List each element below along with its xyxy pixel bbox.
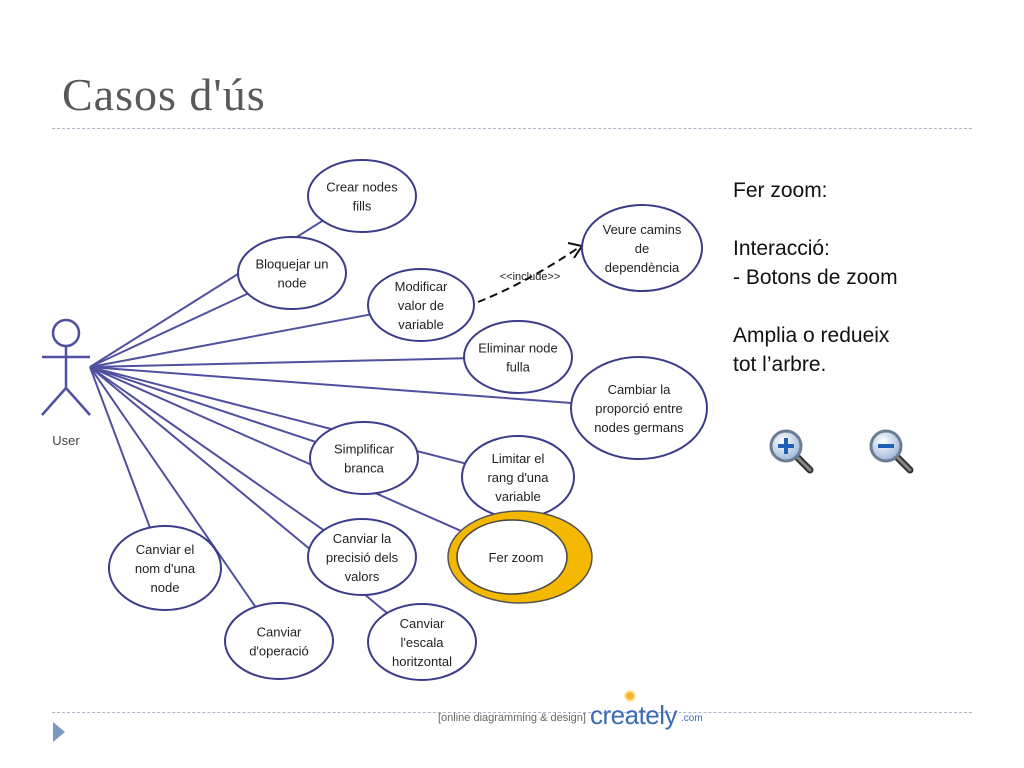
description-heading: Fer zoom: xyxy=(733,179,828,202)
use-case-eliminar: Eliminar node fulla xyxy=(463,320,573,394)
use-case-label: Simplificar xyxy=(334,442,395,457)
use-case-label: Fer zoom xyxy=(489,550,544,565)
use-case-label: d'operació xyxy=(249,644,309,659)
creately-watermark: [online diagramming & design] creately .… xyxy=(438,692,703,731)
use-case-label: dependència xyxy=(605,260,680,275)
association-line-canviar-precisio xyxy=(89,366,325,532)
use-case-label: node xyxy=(151,580,180,595)
use-case-diagram: User <<include>> Crear nodes fillsBloquej… xyxy=(41,159,708,681)
use-case-label: valor de xyxy=(398,298,444,313)
zoom-in-icon xyxy=(769,429,814,474)
actor-head xyxy=(51,318,81,348)
interaction-label: Interacció: xyxy=(733,237,830,260)
zoom-out-icon xyxy=(869,429,914,474)
use-case-crear: Crear nodes fills xyxy=(307,159,417,233)
actor-left-leg xyxy=(41,387,67,416)
association-line-canviar-nom xyxy=(89,366,151,528)
use-case-label: variable xyxy=(495,489,541,504)
use-case-label: Canviar xyxy=(257,625,302,640)
use-case-label: fills xyxy=(353,199,372,214)
use-case-ellipse xyxy=(570,356,708,460)
use-case-ellipse xyxy=(224,602,334,680)
use-case-label: Cambiar la xyxy=(608,382,672,397)
use-case-ellipse xyxy=(367,603,477,681)
use-case-label: Bloquejar un xyxy=(256,257,329,272)
use-case-label: Veure camins xyxy=(603,222,682,237)
use-case-label: rang d'una xyxy=(487,470,549,485)
include-arrow xyxy=(477,247,579,303)
use-case-label: precisió dels xyxy=(326,550,399,565)
creately-tagline: [online diagramming & design] xyxy=(438,712,586,724)
use-case-label: Modificar xyxy=(395,279,448,294)
actor-label: User xyxy=(52,433,80,448)
page-title: Casos d'ús xyxy=(62,69,266,120)
creately-suffix: .com xyxy=(681,713,703,724)
bullet-arrow-icon xyxy=(53,722,65,742)
actor-figure xyxy=(41,318,91,416)
include-label: <<include>> xyxy=(500,271,561,283)
association-line-fer-zoom xyxy=(89,366,462,532)
use-case-canviar-operacio: Canviar d'operació xyxy=(224,602,334,680)
zoom-out-button[interactable] xyxy=(866,426,916,476)
use-case-ellipse xyxy=(307,518,417,596)
use-case-label: Canviar xyxy=(400,616,445,631)
sun-icon xyxy=(625,692,634,700)
use-case-label: node xyxy=(278,276,307,291)
creately-brand: creately xyxy=(590,692,678,731)
use-case-label: horitzontal xyxy=(392,654,452,669)
use-case-ellipse xyxy=(307,159,417,233)
association-line-eliminar xyxy=(89,357,465,368)
use-case-canviar-precisio: Canviar la precisió dels valors xyxy=(307,518,417,596)
use-case-label: Limitar el xyxy=(492,451,545,466)
use-case-label: Eliminar node xyxy=(478,341,558,356)
title-divider xyxy=(52,128,972,129)
use-case-bloquejar: Bloquejar un node xyxy=(237,236,347,310)
use-case-label: nodes germans xyxy=(594,420,684,435)
use-case-ellipse xyxy=(463,320,573,394)
association-line-cambiar xyxy=(89,366,572,404)
association-line-simplificar xyxy=(89,366,316,443)
use-case-label: nom d'una xyxy=(135,561,196,576)
use-case-label: valors xyxy=(345,569,380,584)
use-case-ellipse xyxy=(108,525,222,611)
use-case-ellipse xyxy=(309,421,419,495)
use-case-label: branca xyxy=(344,461,385,476)
use-case-canviar-nom: Canviar el nom d'una node xyxy=(108,525,222,611)
summary-line-1: Amplia o redueix xyxy=(733,324,890,347)
footer-divider xyxy=(52,712,972,713)
use-case-label: variable xyxy=(398,317,444,332)
zoom-in-button[interactable] xyxy=(766,426,816,476)
use-case-modificar: Modificar valor de variable xyxy=(367,268,475,342)
use-case-cambiar: Cambiar la proporció entre nodes germans xyxy=(570,356,708,460)
summary-line-2: tot l’arbre. xyxy=(733,353,827,376)
use-case-label: Canviar el xyxy=(136,542,195,557)
use-case-label: Crear nodes xyxy=(326,180,398,195)
use-case-limitar: Limitar el rang d'una variable xyxy=(461,435,575,519)
description-panel: Fer zoom: Interacció: - Botons de zoom A… xyxy=(733,176,898,379)
use-case-label: l'escala xyxy=(401,635,445,650)
association-line-bloquejar xyxy=(89,292,249,368)
use-case-ellipse xyxy=(237,236,347,310)
use-case-simplificar: Simplificar branca xyxy=(309,421,419,495)
use-case-label: proporció entre xyxy=(595,401,682,416)
actor-right-leg xyxy=(65,387,91,416)
use-case-fer-zoom: Fer zoom xyxy=(447,510,593,604)
use-case-ellipse xyxy=(581,204,703,292)
use-case-ellipse xyxy=(456,519,568,595)
use-case-label: fulla xyxy=(506,360,531,375)
association-line-modificar xyxy=(89,313,371,368)
use-case-ellipse xyxy=(367,268,475,342)
use-case-label: de xyxy=(635,241,649,256)
association-line-canviar-operacio xyxy=(89,366,257,608)
interaction-item: - Botons de zoom xyxy=(733,266,898,289)
use-case-label: Canviar la xyxy=(333,531,392,546)
use-case-canviar-escala: Canviar l'escala horitzontal xyxy=(367,603,477,681)
use-case-veure: Veure camins de dependència xyxy=(581,204,703,292)
